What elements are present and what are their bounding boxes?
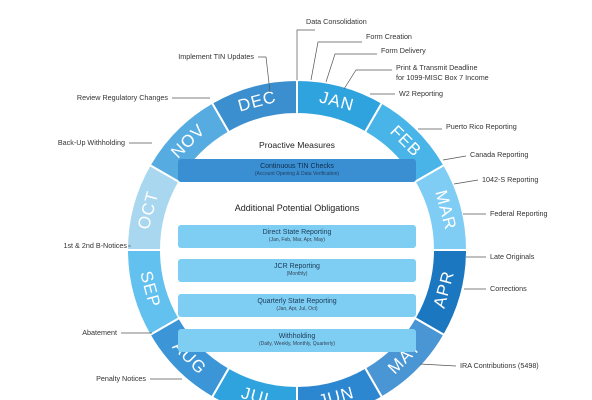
callout-print-transmit-line2: for 1099-MISC Box 7 Income — [396, 73, 489, 82]
direct-state-sub: (Jan, Feb, Mar, Apr, May) — [268, 237, 326, 243]
callout-backup-withholding: Back-Up Withholding — [58, 138, 125, 147]
callout-canada: Canada Reporting — [470, 150, 528, 159]
callout-puerto-rico: Puerto Rico Reporting — [446, 122, 517, 131]
withholding-band: Withholding (Daily, Weekly, Monthly, Qua… — [178, 329, 416, 352]
tin-checks-title: Continuous TIN Checks — [260, 163, 334, 170]
callout-corrections: Corrections — [490, 284, 527, 293]
callout-w2-reporting: W2 Reporting — [399, 89, 443, 98]
callout-print-transmit: Print & Transmit Deadline — [396, 63, 478, 72]
proactive-measures-title: Proactive Measures — [259, 140, 335, 150]
leader-canada — [442, 155, 467, 161]
leader-implement-tin — [258, 56, 271, 93]
callout-review-regulatory: Review Regulatory Changes — [77, 93, 168, 102]
jcr-title: JCR Reporting — [274, 263, 320, 270]
quarterly-state-title: Quarterly State Reporting — [257, 298, 337, 305]
quarterly-state-sub: (Jan, Apr, Jul, Oct) — [276, 306, 318, 312]
leader-data-consolidation — [296, 29, 315, 80]
callout-1042s: 1042-S Reporting — [482, 175, 538, 184]
leader-ira-contributions — [419, 363, 457, 367]
callout-implement-tin: Implement TIN Updates — [178, 52, 254, 61]
callout-form-delivery: Form Delivery — [381, 46, 426, 55]
quarterly-state-band: Quarterly State Reporting (Jan, Apr, Jul… — [178, 294, 416, 317]
callout-abatement: Abatement — [82, 328, 117, 337]
month-segment-dec — [210, 78, 298, 134]
tin-checks-sub: (Account Opening & Data Verification) — [254, 171, 340, 177]
jcr-band: JCR Reporting (Monthly) — [178, 259, 416, 282]
leader-1042s — [453, 179, 479, 185]
leader-form-delivery — [325, 53, 377, 83]
withholding-title: Withholding — [278, 333, 316, 340]
leader-print-transmit — [343, 69, 392, 90]
month-segment-jun — [296, 366, 384, 400]
direct-state-band: Direct State Reporting (Jan, Feb, Mar, A… — [178, 225, 416, 248]
callout-late-originals: Late Originals — [490, 252, 535, 261]
callout-ira-contributions: IRA Contributions (5498) — [460, 361, 539, 370]
direct-state-title: Direct State Reporting — [262, 229, 332, 236]
callout-leaders — [121, 29, 486, 380]
callout-data-consolidation: Data Consolidation — [306, 17, 367, 26]
callout-form-creation: Form Creation — [366, 32, 412, 41]
jcr-sub: (Monthly) — [286, 271, 308, 277]
tin-checks-band: Continuous TIN Checks (Account Opening &… — [178, 159, 416, 182]
inner-disk — [162, 115, 432, 385]
withholding-sub: (Daily, Weekly, Monthly, Quarterly) — [258, 341, 336, 347]
callout-b-notices: 1st & 2nd B-Notices — [63, 241, 127, 250]
leader-form-creation — [310, 41, 362, 81]
callout-federal: Federal Reporting — [490, 209, 548, 218]
callout-penalty-notices: Penalty Notices — [96, 374, 146, 383]
additional-obligations-title: Additional Potential Obligations — [234, 203, 360, 213]
